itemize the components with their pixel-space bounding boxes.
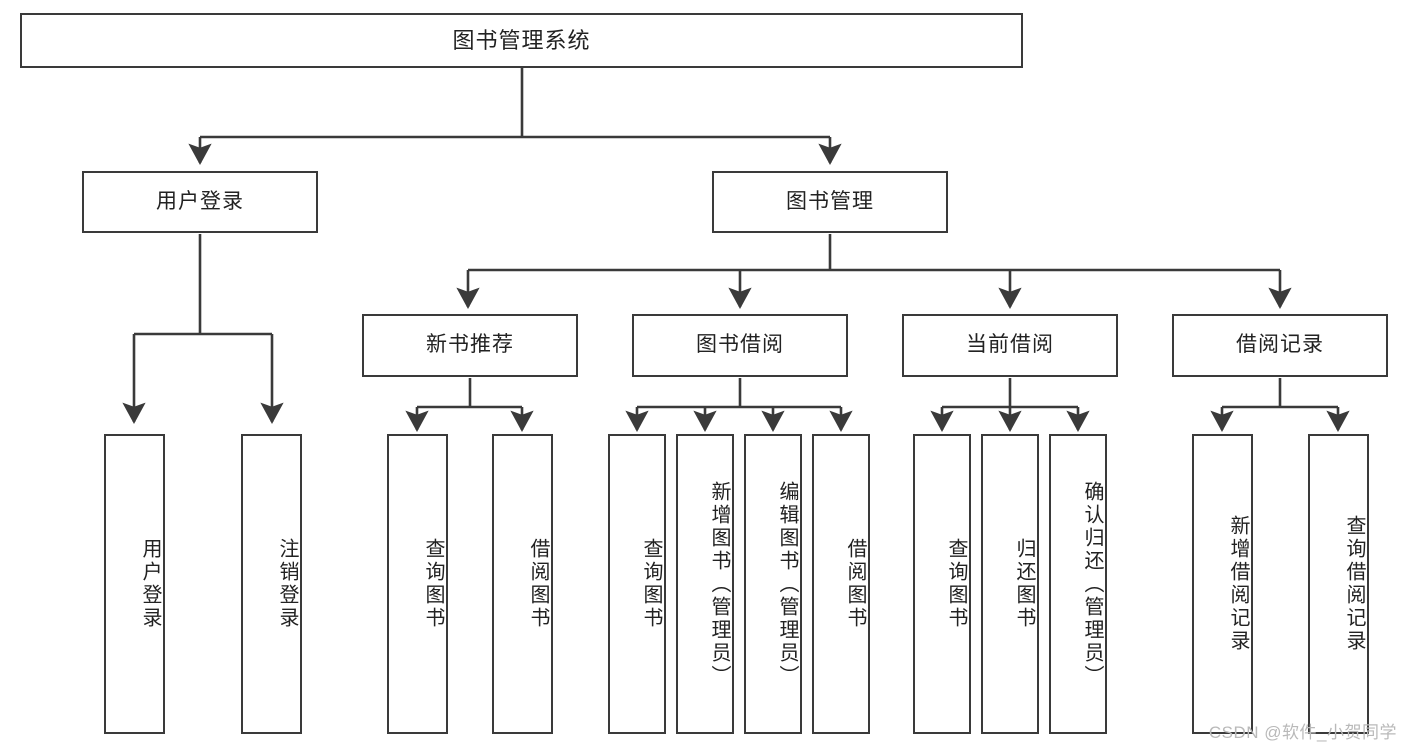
node-root-book-management-system[interactable]: 图书管理系统 bbox=[20, 13, 1023, 68]
node-label: 查询借阅记录 bbox=[1343, 515, 1365, 653]
node-label: 借阅记录 bbox=[1236, 333, 1324, 357]
node-label: 借阅图书 bbox=[844, 538, 866, 630]
leaf-current-borrow-confirm-return-admin[interactable]: 确认归还（管理员） bbox=[1049, 434, 1107, 734]
leaf-book-borrow-edit-book-admin[interactable]: 编辑图书（管理员） bbox=[744, 434, 802, 734]
node-label: 借阅图书 bbox=[527, 538, 549, 630]
node-label: 查询图书 bbox=[640, 538, 662, 630]
node-new-book-recommend[interactable]: 新书推荐 bbox=[362, 314, 578, 377]
leaf-new-book-query-book[interactable]: 查询图书 bbox=[387, 434, 448, 734]
csdn-watermark: CSDN @软件_小贺同学 bbox=[1208, 723, 1397, 742]
leaf-book-borrow-borrow-book[interactable]: 借阅图书 bbox=[812, 434, 870, 734]
node-label: 确认归还（管理员） bbox=[1081, 480, 1103, 688]
leaf-user-login-login[interactable]: 用户登录 bbox=[104, 434, 165, 734]
leaf-current-borrow-return-book[interactable]: 归还图书 bbox=[981, 434, 1039, 734]
node-label: 图书管理 bbox=[786, 189, 874, 213]
leaf-current-borrow-query-book[interactable]: 查询图书 bbox=[913, 434, 971, 734]
node-label: 归还图书 bbox=[1013, 538, 1035, 630]
node-label: 当前借阅 bbox=[966, 333, 1054, 357]
leaf-borrow-records-query-record[interactable]: 查询借阅记录 bbox=[1308, 434, 1369, 734]
node-label: 新书推荐 bbox=[426, 333, 514, 357]
node-label: 用户登录 bbox=[139, 538, 161, 630]
leaf-book-borrow-query-book[interactable]: 查询图书 bbox=[608, 434, 666, 734]
node-label: 图书管理系统 bbox=[452, 27, 591, 53]
node-label: 查询图书 bbox=[422, 538, 444, 630]
node-user-login[interactable]: 用户登录 bbox=[82, 171, 318, 233]
node-book-management[interactable]: 图书管理 bbox=[712, 171, 948, 233]
node-current-borrow[interactable]: 当前借阅 bbox=[902, 314, 1118, 377]
node-label: 编辑图书（管理员） bbox=[776, 480, 798, 688]
leaf-new-book-borrow-book[interactable]: 借阅图书 bbox=[492, 434, 553, 734]
node-label: 新增借阅记录 bbox=[1227, 515, 1249, 653]
leaf-borrow-records-add-record[interactable]: 新增借阅记录 bbox=[1192, 434, 1253, 734]
leaf-book-borrow-add-book-admin[interactable]: 新增图书（管理员） bbox=[676, 434, 734, 734]
node-borrow-records[interactable]: 借阅记录 bbox=[1172, 314, 1388, 377]
node-book-borrow[interactable]: 图书借阅 bbox=[632, 314, 848, 377]
node-label: 图书借阅 bbox=[696, 333, 784, 357]
leaf-user-login-logout[interactable]: 注销登录 bbox=[241, 434, 302, 734]
node-label: 查询图书 bbox=[945, 538, 967, 630]
node-label: 新增图书（管理员） bbox=[708, 480, 730, 688]
node-label: 用户登录 bbox=[156, 189, 244, 213]
node-label: 注销登录 bbox=[276, 538, 298, 630]
